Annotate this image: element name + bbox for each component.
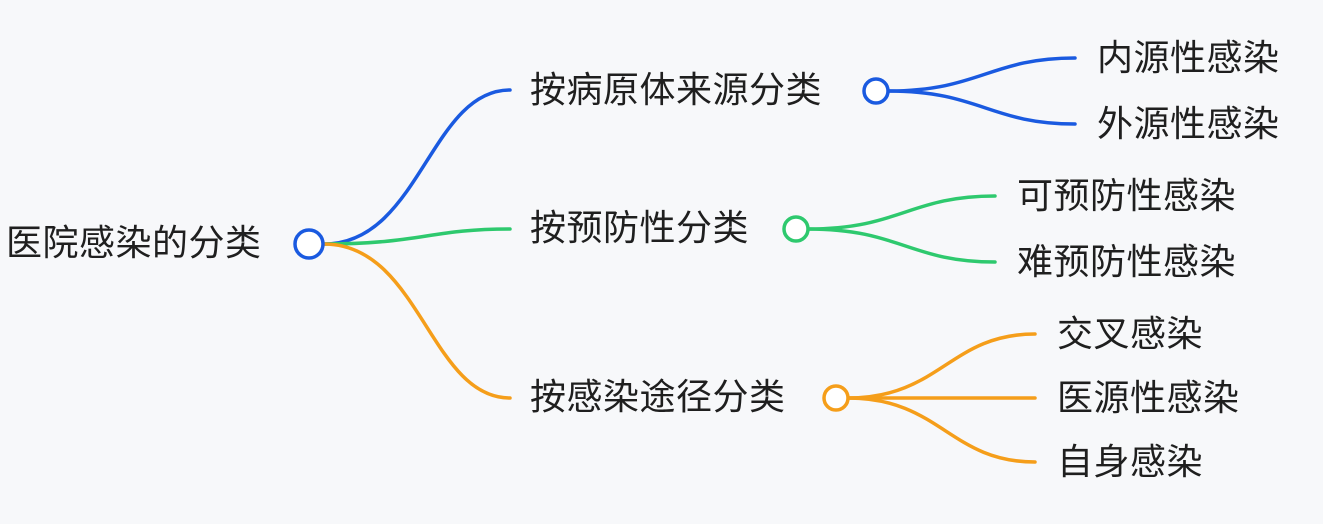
edge-root-to-branch-2 bbox=[322, 227, 512, 246]
root-topic[interactable]: 医院感染的分类 bbox=[6, 223, 262, 264]
edge-branch-2-child-2 bbox=[806, 227, 997, 264]
branch-3-node-circle bbox=[822, 384, 850, 412]
edge-root-to-branch-3 bbox=[322, 242, 512, 400]
branch-2-child-1[interactable]: 可预防性感染 bbox=[1017, 176, 1237, 217]
branch-1-child-2[interactable]: 外源性感染 bbox=[1097, 104, 1280, 145]
branch-3-child-2[interactable]: 医源性感染 bbox=[1057, 378, 1240, 419]
branch-2-node-circle bbox=[782, 215, 810, 243]
branch-3-child-1[interactable]: 交叉感染 bbox=[1057, 314, 1204, 355]
root-node-circle bbox=[293, 228, 325, 260]
branch-2-child-2[interactable]: 难预防性感染 bbox=[1017, 242, 1237, 283]
branch-3-topic[interactable]: 按感染途径分类 bbox=[530, 377, 786, 418]
branch-1-child-1[interactable]: 内源性感染 bbox=[1097, 38, 1280, 79]
edge-branch-2-child-1 bbox=[806, 194, 997, 231]
branch-3-child-3[interactable]: 自身感染 bbox=[1057, 442, 1204, 483]
branch-2-topic[interactable]: 按预防性分类 bbox=[530, 208, 750, 249]
edge-branch-3-child-3 bbox=[846, 396, 1037, 464]
branch-1-node-circle bbox=[862, 77, 890, 105]
edge-branch-3-child-1 bbox=[846, 332, 1037, 400]
branch-1-topic[interactable]: 按病原体来源分类 bbox=[530, 70, 823, 111]
edge-branch-1-child-2 bbox=[886, 89, 1077, 126]
edge-branch-1-child-1 bbox=[886, 56, 1077, 93]
edge-root-to-branch-1 bbox=[322, 88, 512, 246]
